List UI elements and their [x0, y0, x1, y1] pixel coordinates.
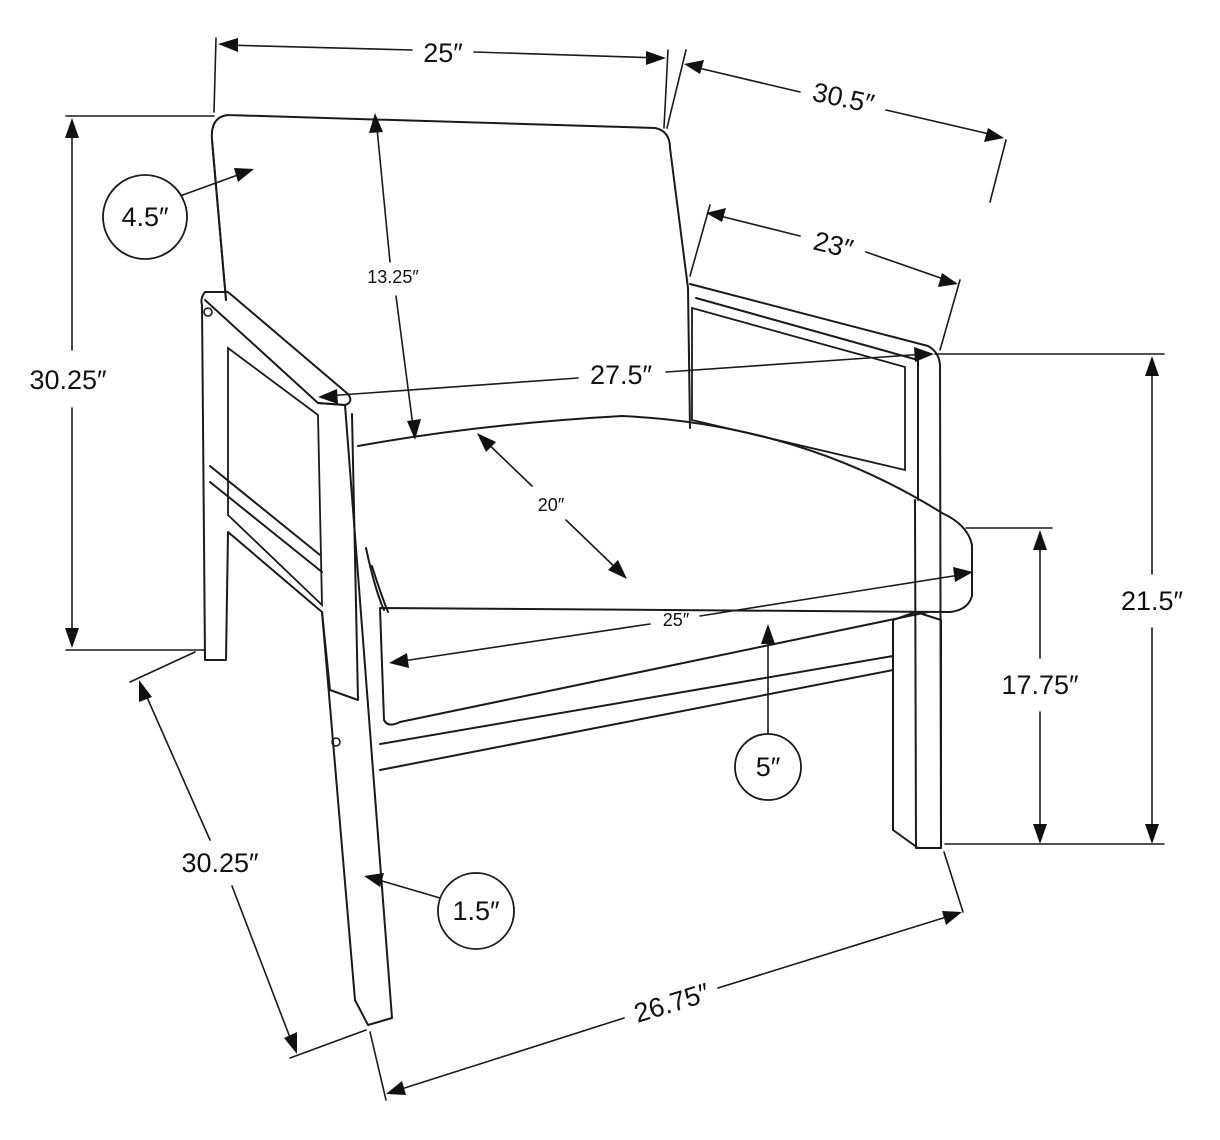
seat-cushion	[357, 415, 973, 726]
label-back-thickness: 4.5″	[121, 202, 169, 232]
screw-hole-top	[203, 307, 213, 317]
label-back-height: 13.25″	[367, 267, 419, 287]
left-arm-rail	[209, 465, 323, 573]
left-front-leg	[317, 402, 393, 1026]
label-overall-depth: 30.5″	[810, 77, 877, 119]
screw-hole-front	[331, 737, 341, 747]
left-cane-panel	[227, 346, 323, 608]
label-arm-height: 21.5″	[1121, 586, 1184, 616]
callout-leg-width	[437, 872, 515, 950]
label-seat-height: 17.75″	[1001, 670, 1079, 700]
dim-depth-line	[689, 65, 801, 93]
right-cane-panel	[691, 306, 906, 472]
label-side-depth: 30.25″	[181, 848, 259, 878]
seat-front-face	[371, 565, 389, 613]
dim-top-width-line	[224, 44, 413, 51]
dimension-lines	[65, 37, 1165, 1101]
label-front-width: 26.75″	[630, 977, 713, 1028]
label-height-left: 30.25″	[29, 365, 107, 395]
right-front-leg	[892, 611, 942, 849]
label-arm-width: 27.5″	[590, 360, 653, 390]
dim-leg-leader	[371, 877, 441, 899]
dim-arm-width-line	[325, 377, 579, 397]
back-cushion-side	[211, 139, 227, 301]
dim-side-depth-line	[141, 685, 211, 841]
dim-back-leader	[179, 171, 247, 197]
dim-front-width-line	[391, 1017, 625, 1093]
label-arm-depth: 23″	[810, 226, 856, 265]
dim-arm-depth-line	[711, 213, 801, 237]
label-cushion-thickness: 5″	[756, 752, 781, 782]
label-leg-width: 1.5″	[452, 896, 500, 926]
chair-illustration	[200, 114, 973, 1026]
callout-cushion-thickness	[734, 733, 802, 801]
dim-seat-width-line	[395, 623, 651, 663]
callout-back-thickness	[102, 174, 188, 260]
label-top-width: 25″	[423, 38, 463, 68]
label-seat-depth: 20″	[538, 495, 565, 515]
dim-back-height-line	[375, 117, 391, 263]
label-seat-width: 25″	[663, 610, 690, 630]
dimension-labels: 25″ 30.5″ 23″ 13.25″ 27.5″ 20″ 25″ 30.25…	[29, 38, 1183, 1029]
